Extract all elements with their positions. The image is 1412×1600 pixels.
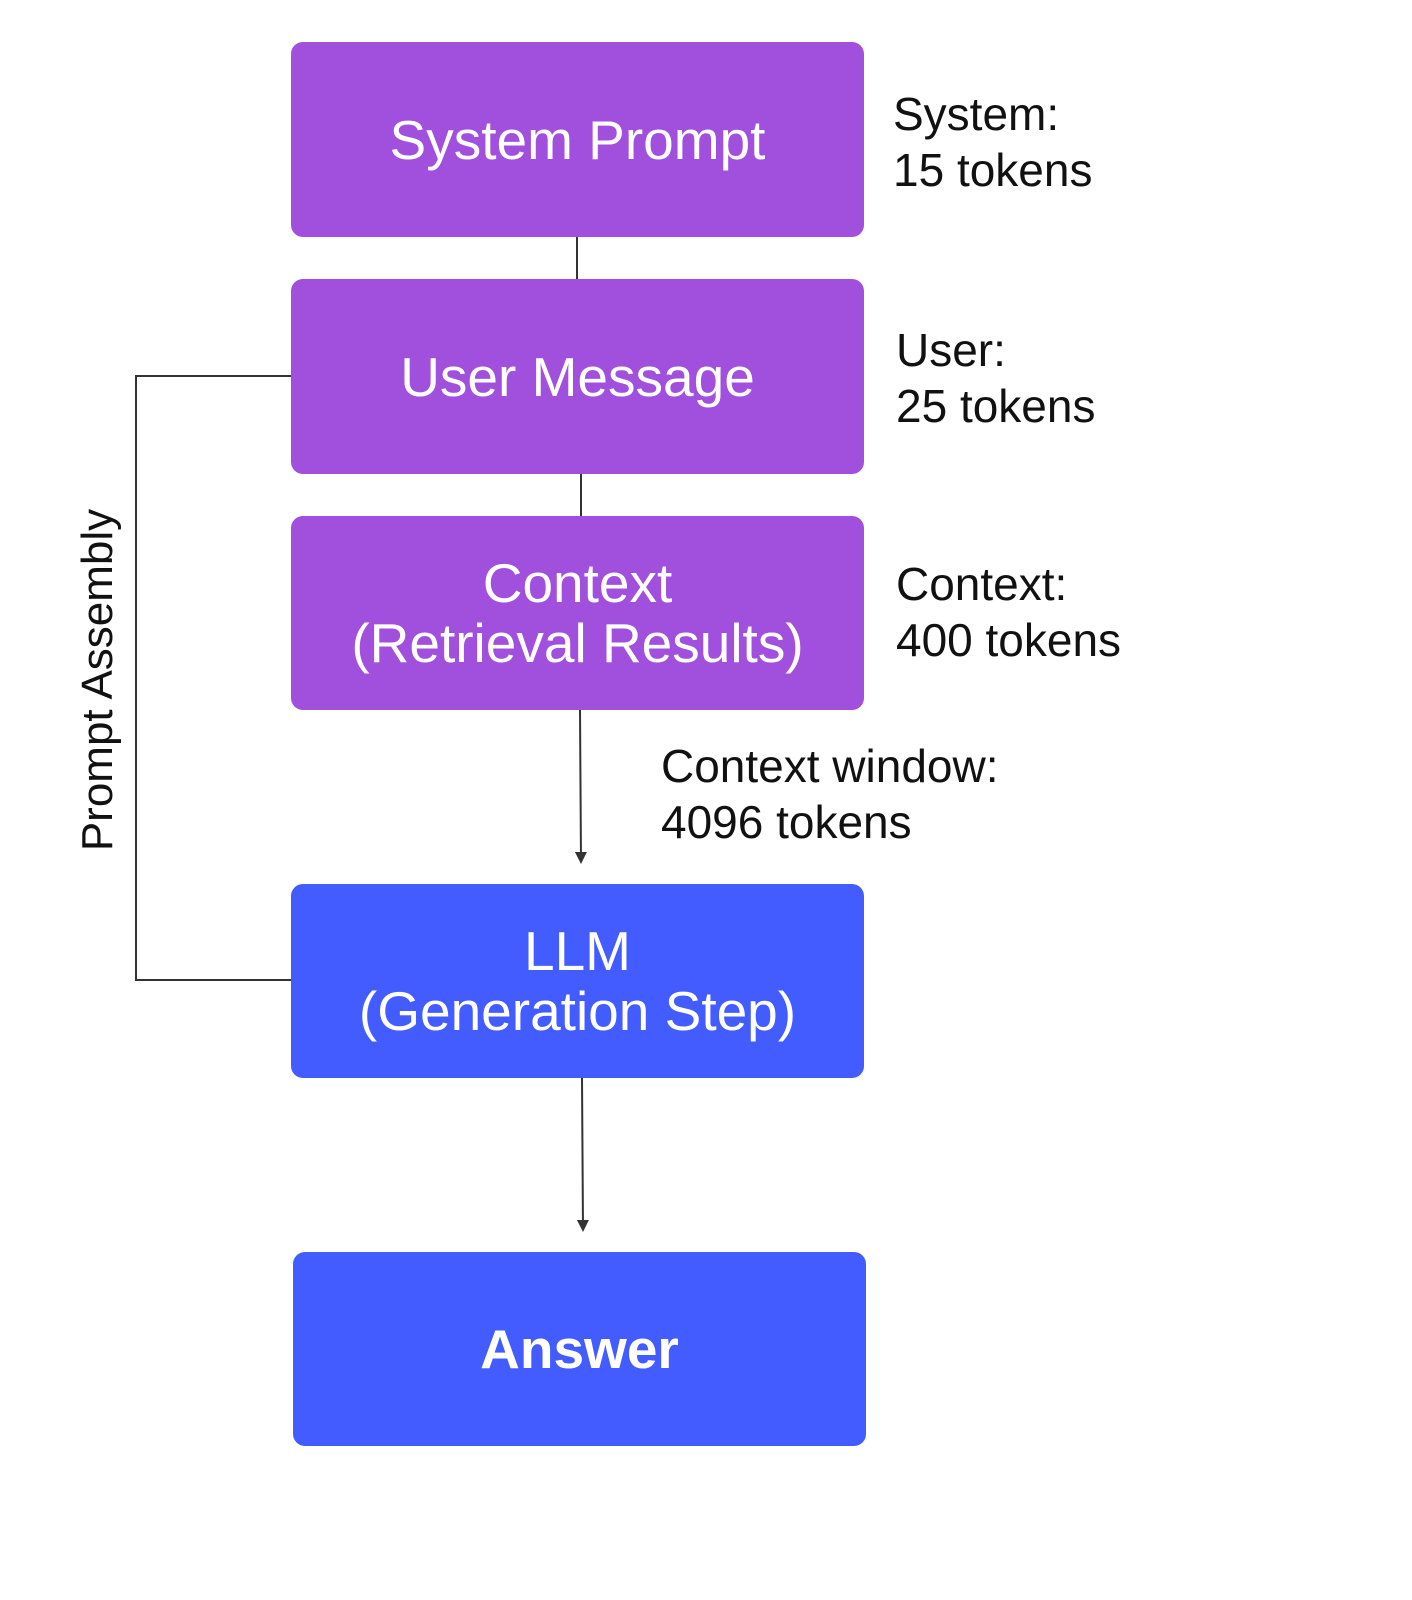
user-token-count: 25 tokens [896,380,1096,432]
arrow-llm-to-answer [576,1077,589,1232]
context-sublabel: (Retrieval Results) [351,612,804,674]
context-window-count: 4096 tokens [661,796,912,848]
answer-label: Answer [480,1318,679,1380]
llm-sublabel: (Generation Step) [358,980,797,1042]
system-prompt-box: System Prompt [291,42,864,237]
system-token-note: System: 15 tokens [893,86,1092,198]
context-token-count: 400 tokens [896,614,1122,666]
llm-box: LLM (Generation Step) [291,884,864,1078]
context-token-note: Context: 400 tokens [896,556,1121,668]
context-box: Context (Retrieval Results) [291,516,864,710]
answer-box: Answer [293,1252,866,1446]
prompt-assembly-bracket [135,375,291,981]
llm-label: LLM [524,920,631,982]
user-message-box: User Message [291,279,864,474]
context-label: Context [482,552,673,614]
context-window-note: Context window: 4096 tokens [661,738,999,850]
arrow-context-to-llm [574,709,587,864]
user-token-note: User: 25 tokens [896,322,1095,434]
prompt-assembly-label: Prompt Assembly [73,508,122,852]
user-token-label: User: [896,324,1006,376]
system-token-label: System: [893,88,1060,140]
context-token-label: Context: [896,558,1068,610]
user-message-label: User Message [400,345,755,408]
system-prompt-label: System Prompt [389,108,766,171]
system-token-count: 15 tokens [893,144,1093,196]
context-window-label: Context window: [661,740,999,792]
